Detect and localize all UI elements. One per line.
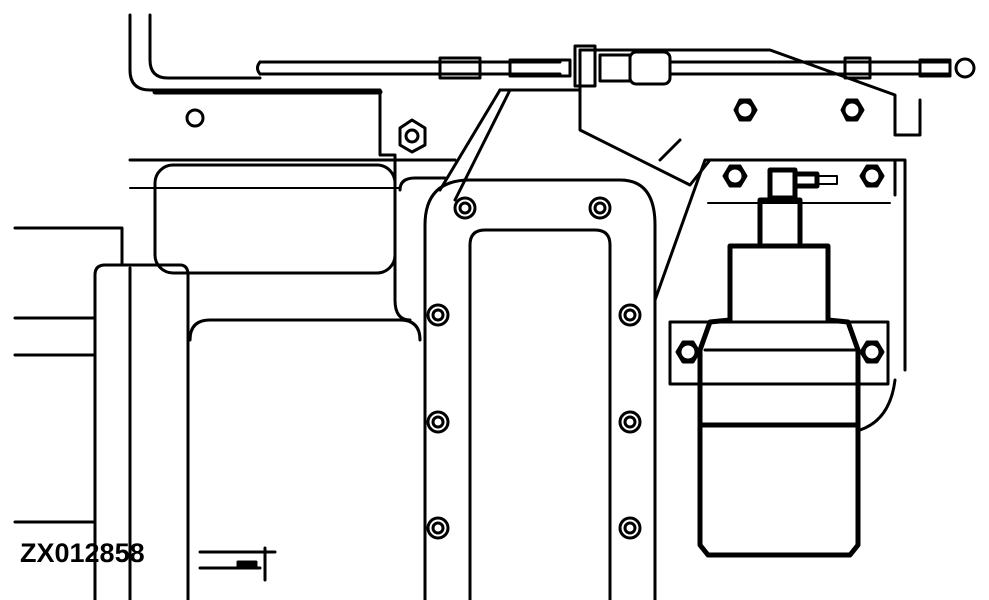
figure-id-label: ZX012858 <box>20 538 145 568</box>
